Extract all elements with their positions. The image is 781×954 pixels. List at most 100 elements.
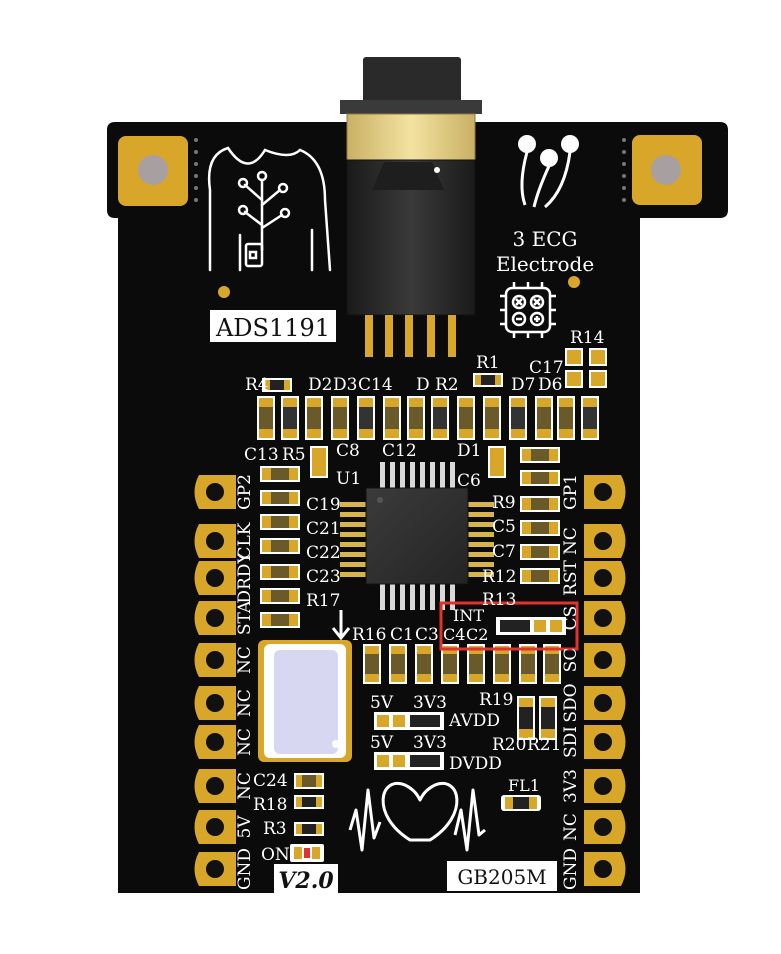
c2-int-part xyxy=(496,617,566,635)
label-d3: D3 xyxy=(333,375,357,395)
vertical-part xyxy=(535,396,553,440)
label-r18: R18 xyxy=(253,795,287,815)
ic-pin xyxy=(340,522,366,527)
left-pin-pad xyxy=(194,561,236,595)
right-pin-pad xyxy=(584,524,626,558)
ecg-audio-jack xyxy=(340,57,482,357)
vertical-part xyxy=(407,396,425,440)
label-c24: C24 xyxy=(253,771,288,791)
ic-pin xyxy=(468,502,494,507)
label-5v-a: 5V xyxy=(370,693,394,713)
ic-pin xyxy=(440,462,445,488)
model-label: GB205M xyxy=(457,865,546,889)
left-pin-label: NC xyxy=(235,772,255,800)
via-pads xyxy=(218,276,580,298)
right-pin-pad xyxy=(584,725,626,759)
left-pin-pad xyxy=(194,810,236,844)
label-r17: R17 xyxy=(306,591,340,611)
version-label: V2.0 xyxy=(278,868,334,894)
electrode-label-line1: 3 ECG xyxy=(513,227,578,251)
vertical-part xyxy=(509,396,527,440)
ic-pin xyxy=(440,584,445,610)
ic-pin xyxy=(468,522,494,527)
ic-pin xyxy=(430,584,435,610)
label-d: D xyxy=(416,375,430,395)
ic-pin xyxy=(340,502,366,507)
vertical-part xyxy=(415,644,433,684)
label-r12: R12 xyxy=(482,567,516,587)
label-c7: C7 xyxy=(492,542,516,562)
right-pin-label: GND xyxy=(561,848,581,890)
ic-pin xyxy=(390,584,395,610)
label-r3: R3 xyxy=(263,819,287,839)
label-c22: C22 xyxy=(306,543,341,563)
label-3v3-b: 3V3 xyxy=(413,733,447,753)
label-avdd: AVDD xyxy=(448,711,500,731)
top-component-row xyxy=(257,348,607,440)
heart-ecg-icon xyxy=(348,781,486,852)
right-pin-label: SC xyxy=(561,648,581,673)
label-c2: C2 xyxy=(466,625,488,644)
ic-pin xyxy=(390,462,395,488)
label-c13: C13 xyxy=(244,445,279,465)
right-pin-pad xyxy=(584,769,626,803)
label-c12: C12 xyxy=(382,441,417,461)
vertical-part xyxy=(539,696,557,740)
label-r4: R4 xyxy=(245,375,269,395)
label-r13: R13 xyxy=(482,590,516,610)
vertical-part xyxy=(467,644,485,684)
label-r21: R21 xyxy=(527,735,561,755)
ic-pin xyxy=(380,584,385,610)
left-pin-pad xyxy=(194,643,236,677)
bottom-left-parts xyxy=(290,773,324,862)
left-pin-pad xyxy=(194,524,236,558)
right-pin-pad xyxy=(584,601,626,635)
horizontal-part xyxy=(520,496,560,512)
right-pin-pad xyxy=(584,810,626,844)
label-5v-b: 5V xyxy=(370,733,394,753)
label-c4: C4 xyxy=(443,625,465,644)
designator-labels: R4 D2 D3 C14 D R2 R1 D7 D6 C17 R14 C8 U1… xyxy=(244,328,604,865)
label-c6: C6 xyxy=(457,471,481,491)
label-r19: R19 xyxy=(479,690,513,710)
right-pin-label: NC xyxy=(561,813,581,841)
label-c14: C14 xyxy=(358,375,393,395)
label-c1: C1 xyxy=(390,625,414,645)
label-r5: R5 xyxy=(282,445,306,465)
right-pin-label: RST xyxy=(561,559,581,595)
right-pin-pad xyxy=(584,475,626,509)
right-pin-label: 3V3 xyxy=(561,769,581,803)
arrow-down-icon xyxy=(331,610,351,641)
left-pin-label: GND xyxy=(235,848,255,890)
label-r14: R14 xyxy=(570,328,604,348)
d1-part xyxy=(488,446,506,478)
label-on: ON xyxy=(261,845,290,865)
ic-pin xyxy=(468,512,494,517)
label-int: INT xyxy=(453,606,484,625)
ic-pin xyxy=(468,572,494,577)
horizontal-part xyxy=(520,568,560,584)
vertical-part xyxy=(457,396,475,440)
small-part xyxy=(565,348,583,366)
horizontal-part xyxy=(520,520,560,536)
left-header xyxy=(194,475,236,886)
label-u1: U1 xyxy=(336,469,361,489)
model-box xyxy=(447,861,557,891)
vertical-part xyxy=(305,396,323,440)
horizontal-part xyxy=(260,490,300,506)
ic-pin xyxy=(430,462,435,488)
label-c17: C17 xyxy=(529,358,564,378)
left-pin-label: DRDY xyxy=(235,552,255,604)
ic-pin xyxy=(400,462,405,488)
ic-pin xyxy=(340,542,366,547)
label-c5: C5 xyxy=(492,517,516,537)
left-pin-label: 5V xyxy=(235,815,255,839)
power-jumper xyxy=(374,752,444,770)
body-figure-icon xyxy=(207,146,332,272)
vertical-part xyxy=(383,396,401,440)
mounting-hole-left xyxy=(118,136,188,206)
horizontal-part xyxy=(520,544,560,560)
